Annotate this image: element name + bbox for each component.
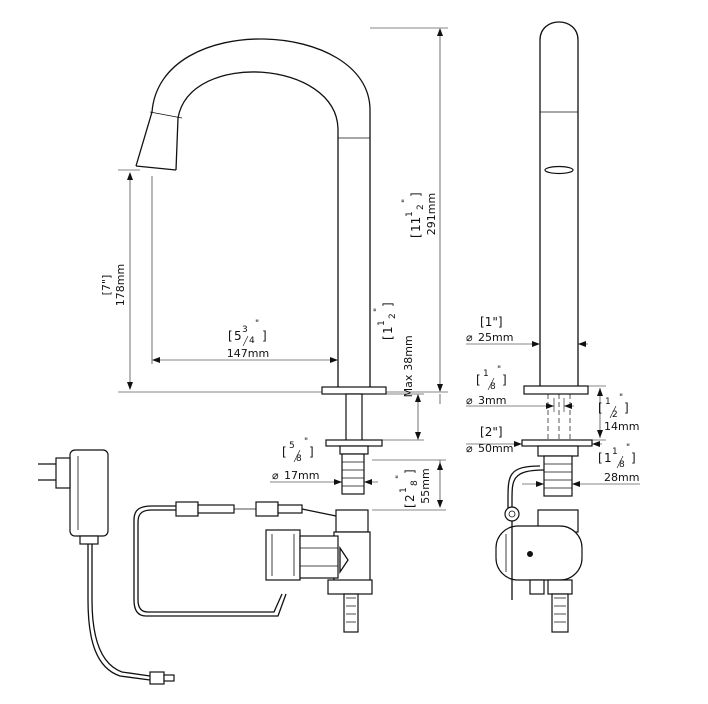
dim-spout-height: [7"] 178mm — [100, 264, 127, 306]
svg-text:[: [ — [476, 373, 481, 387]
svg-text:⌀: ⌀ — [466, 442, 473, 455]
svg-text:": " — [401, 199, 411, 203]
svg-text:14mm: 14mm — [604, 420, 639, 433]
svg-text:[: [ — [598, 401, 603, 415]
svg-text:Max: Max — [402, 374, 415, 397]
svg-text:": " — [373, 308, 383, 312]
svg-text:]: ] — [631, 451, 636, 465]
power-adapter — [38, 449, 175, 685]
svg-text:2: 2 — [612, 410, 618, 420]
svg-text:[: [ — [598, 451, 603, 465]
svg-text:1: 1 — [399, 487, 409, 493]
dim-thread-diameter: [ 1 1 8 " ] 28mm — [598, 443, 639, 484]
svg-text:[: [ — [381, 335, 395, 340]
svg-text:": " — [395, 475, 405, 479]
svg-text:55mm: 55mm — [419, 468, 432, 503]
svg-text:8: 8 — [619, 460, 625, 470]
svg-text:147mm: 147mm — [227, 347, 269, 360]
svg-text:1: 1 — [604, 451, 612, 465]
svg-text:1: 1 — [405, 211, 415, 217]
side-view-faucet — [495, 21, 593, 633]
svg-text:28mm: 28mm — [604, 471, 639, 484]
svg-text:291mm: 291mm — [425, 193, 438, 235]
svg-text:⌀: ⌀ — [272, 469, 279, 482]
svg-text:2: 2 — [416, 204, 426, 210]
svg-text:]: ] — [381, 302, 395, 307]
svg-text:178mm: 178mm — [114, 264, 127, 306]
svg-text:[: [ — [282, 445, 287, 459]
svg-text:": " — [304, 437, 308, 447]
svg-text:1: 1 — [483, 369, 489, 379]
svg-text:5: 5 — [289, 441, 295, 451]
dim-shank-diameter: [ 5 8 " ] ⌀ 17mm — [272, 437, 319, 482]
svg-text:38mm: 38mm — [402, 335, 415, 370]
svg-text:]: ] — [409, 192, 423, 197]
svg-text:4: 4 — [249, 336, 255, 346]
dim-spout-reach: [ 5 3 4 " ] 147mm — [227, 319, 269, 360]
dim-base-height: [ 1 2 " ] 14mm — [598, 393, 639, 433]
dim-hole-diameter: [ 1 8 " ] ⌀ 3mm — [466, 365, 507, 407]
svg-text:[1"]: [1"] — [480, 315, 503, 329]
svg-text:17mm: 17mm — [284, 469, 319, 482]
svg-text:8: 8 — [410, 480, 420, 486]
front-view-faucet — [133, 38, 387, 633]
svg-text:8: 8 — [490, 382, 496, 392]
dimension-lines — [118, 27, 640, 511]
svg-text:[2"]: [2"] — [480, 425, 503, 439]
svg-text:25mm: 25mm — [478, 331, 513, 344]
svg-text:50mm: 50mm — [478, 442, 513, 455]
svg-text:]: ] — [502, 373, 507, 387]
dim-max-deck: [ 1 1 2 " ] 38mm Max — [373, 302, 415, 397]
svg-text:]: ] — [403, 469, 417, 474]
svg-text:11: 11 — [409, 217, 423, 232]
svg-text:2: 2 — [388, 313, 398, 319]
svg-text:1: 1 — [381, 326, 395, 334]
svg-text:2: 2 — [403, 494, 417, 502]
svg-text:[: [ — [228, 329, 233, 343]
dim-total-height: [ 11 1 2 " ] 291mm — [401, 192, 438, 238]
svg-text:[7"]: [7"] — [100, 275, 113, 296]
svg-text:1: 1 — [377, 320, 387, 326]
svg-text:]: ] — [262, 329, 267, 343]
svg-text:3mm: 3mm — [478, 394, 506, 407]
svg-text:3: 3 — [242, 325, 248, 335]
svg-text:]: ] — [309, 445, 314, 459]
svg-text:1: 1 — [605, 397, 611, 407]
dim-shank-length: [ 2 1 8 " ] 55mm — [395, 468, 432, 508]
svg-text:": " — [619, 393, 623, 403]
svg-text:": " — [255, 319, 259, 329]
svg-text:⌀: ⌀ — [466, 331, 473, 344]
svg-text:": " — [626, 443, 630, 453]
svg-text:": " — [497, 365, 501, 375]
svg-text:8: 8 — [296, 454, 302, 464]
svg-text:[: [ — [403, 503, 417, 508]
svg-text:5: 5 — [234, 329, 242, 343]
dim-base-diameter: [2"] ⌀ 50mm — [466, 425, 513, 455]
svg-text:[: [ — [409, 233, 423, 238]
svg-text:1: 1 — [612, 447, 618, 457]
svg-text:⌀: ⌀ — [466, 394, 473, 407]
svg-text:]: ] — [624, 401, 629, 415]
dim-body-diameter: [1"] ⌀ 25mm — [466, 315, 513, 344]
